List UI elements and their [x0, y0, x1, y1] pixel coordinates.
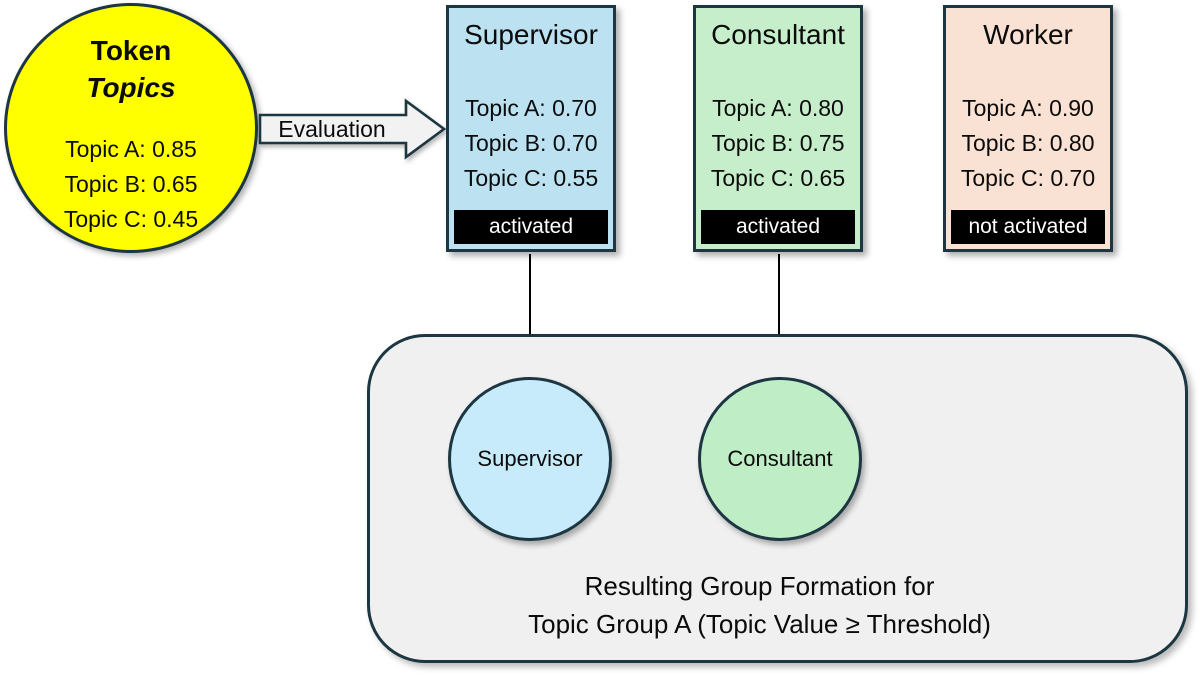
agent-topic-list: Topic A: 0.90 Topic B: 0.80 Topic C: 0.7…: [946, 91, 1110, 196]
evaluation-arrow-label: Evaluation: [278, 116, 386, 142]
agent-status-bar: activated: [701, 210, 855, 244]
group-caption-line-1: Resulting Group Formation for: [584, 571, 935, 601]
token-topic-line: Topic C: 0.45: [63, 206, 199, 232]
agent-topic-line: Topic A: 0.70: [465, 95, 597, 121]
agent-title: Worker: [983, 19, 1073, 50]
right-block-arrow-icon: [258, 98, 447, 160]
group-caption: Resulting Group Formation for Topic Grou…: [367, 567, 1188, 643]
agent-topic-line: Topic C: 0.55: [463, 165, 599, 191]
agent-topic-line: Topic A: 0.80: [712, 95, 844, 121]
group-member-consultant-circle: Consultant: [698, 377, 862, 541]
agent-topic-line: Topic C: 0.65: [710, 165, 846, 191]
token-title: Token: [90, 35, 172, 66]
group-member-supervisor-circle: Supervisor: [448, 377, 612, 541]
evaluation-arrow: Evaluation: [258, 97, 448, 161]
agent-title: Supervisor: [464, 19, 598, 50]
group-caption-line-2: Topic Group A (Topic Value ≥ Threshold): [528, 609, 991, 639]
agent-card-supervisor: Supervisor Topic A: 0.70 Topic B: 0.70 T…: [446, 5, 616, 252]
agent-topic-line: Topic B: 0.70: [464, 130, 598, 156]
agent-topic-list: Topic A: 0.70 Topic B: 0.70 Topic C: 0.5…: [449, 91, 613, 196]
agent-status-bar: activated: [454, 210, 608, 244]
agent-topic-line: Topic C: 0.70: [960, 165, 1096, 191]
token-topic-line: Topic A: 0.85: [65, 136, 197, 162]
group-member-label: Consultant: [727, 446, 833, 471]
agent-topic-line: Topic B: 0.80: [961, 130, 1095, 156]
token-topic-line: Topic B: 0.65: [64, 171, 198, 197]
agent-topic-list: Topic A: 0.80 Topic B: 0.75 Topic C: 0.6…: [696, 91, 860, 196]
agent-title: Consultant: [711, 19, 845, 50]
group-member-label: Supervisor: [477, 446, 583, 471]
token-circle: Token Topics Topic A: 0.85 Topic B: 0.65…: [4, 3, 258, 253]
agent-status-bar: not activated: [951, 210, 1105, 244]
agent-topic-line: Topic A: 0.90: [962, 95, 1094, 121]
agent-card-consultant: Consultant Topic A: 0.80 Topic B: 0.75 T…: [693, 5, 863, 252]
agent-card-worker: Worker Topic A: 0.90 Topic B: 0.80 Topic…: [943, 5, 1113, 252]
token-subtitle: Topics: [86, 72, 176, 103]
agent-topic-line: Topic B: 0.75: [711, 130, 845, 156]
